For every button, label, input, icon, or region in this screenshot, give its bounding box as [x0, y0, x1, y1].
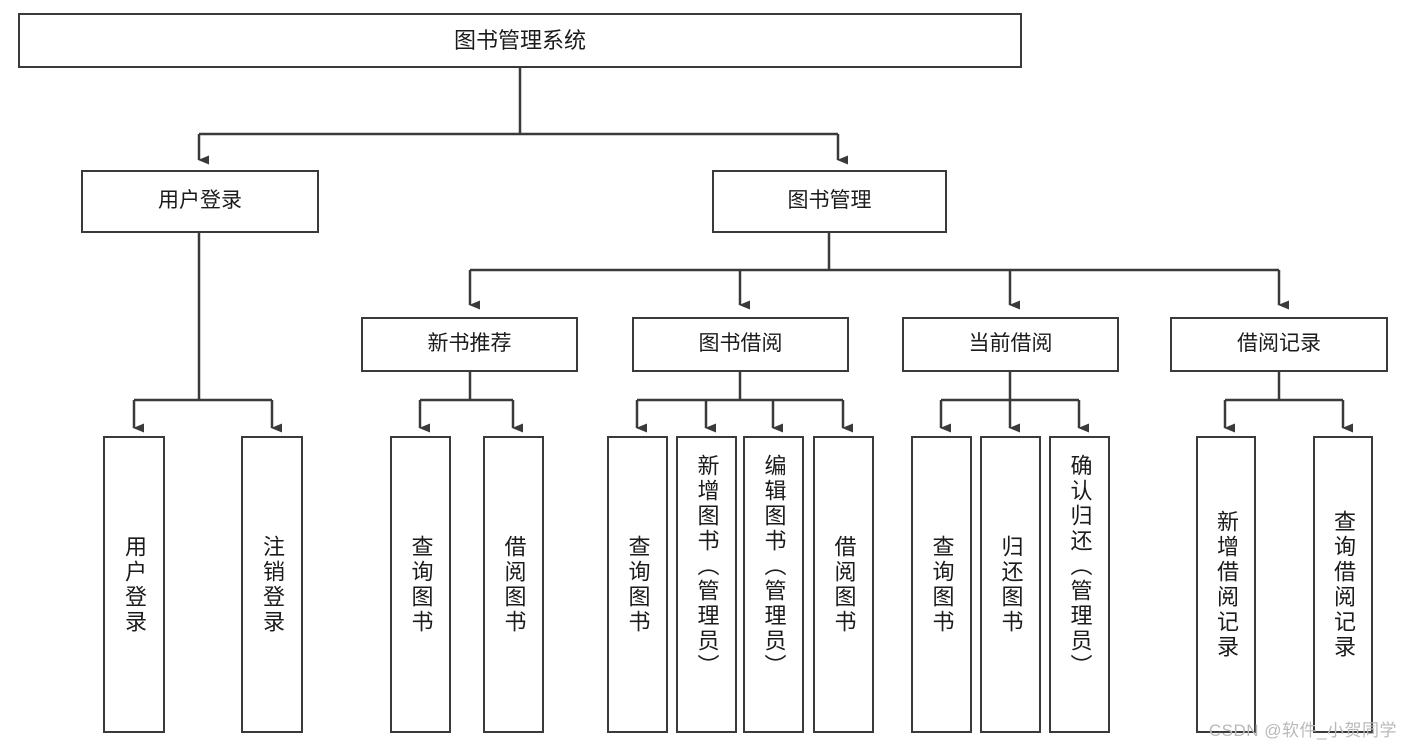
node-new-book-recommend[interactable]: 新书推荐 [361, 317, 578, 372]
node-label: 图书管理 [787, 189, 872, 213]
node-label: 用户登录 [158, 189, 242, 213]
node-label: 查询图书 [625, 534, 651, 635]
node-label: 新书推荐 [427, 332, 512, 356]
leaf-borrow-record-query-record[interactable]: 查询借阅记录 [1313, 436, 1373, 733]
node-label: 查询借阅记录 [1331, 509, 1356, 660]
leaf-borrow-record-add-record[interactable]: 新增借阅记录 [1196, 436, 1256, 733]
leaf-book-borrow-query-book[interactable]: 查询图书 [607, 436, 668, 733]
node-user-login[interactable]: 用户登录 [81, 170, 319, 233]
node-label: 查询图书 [408, 534, 434, 635]
node-label: 借阅图书 [831, 534, 857, 635]
node-book-management[interactable]: 图书管理 [712, 170, 947, 233]
leaf-current-borrow-return-book[interactable]: 归还图书 [980, 436, 1041, 733]
node-label: 借阅图书 [501, 534, 527, 635]
node-label: 新增图书（管理员） [694, 454, 720, 679]
node-current-borrow[interactable]: 当前借阅 [902, 317, 1119, 372]
node-label: 新增借阅记录 [1214, 509, 1239, 660]
leaf-new-book-query-book[interactable]: 查询图书 [390, 436, 451, 733]
node-book-borrow[interactable]: 图书借阅 [632, 317, 849, 372]
leaf-user-login[interactable]: 用户登录 [103, 436, 165, 733]
node-label: 图书管理系统 [453, 27, 586, 53]
leaf-book-borrow-edit-book[interactable]: 编辑图书（管理员） [743, 436, 804, 733]
node-label: 查询图书 [929, 534, 955, 635]
node-label: 确认归还（管理员） [1067, 454, 1093, 679]
leaf-book-borrow-borrow-book[interactable]: 借阅图书 [813, 436, 874, 733]
node-label: 当前借阅 [968, 332, 1053, 356]
leaf-current-borrow-confirm-return[interactable]: 确认归还（管理员） [1049, 436, 1110, 733]
leaf-current-borrow-query-book[interactable]: 查询图书 [911, 436, 972, 733]
node-root-system[interactable]: 图书管理系统 [18, 13, 1022, 68]
node-label: 借阅记录 [1237, 332, 1321, 356]
node-label: 图书借阅 [698, 332, 783, 356]
node-borrow-record[interactable]: 借阅记录 [1170, 317, 1388, 372]
watermark-text: CSDN @软件_小贺同学 [1208, 721, 1397, 740]
leaf-logout-login[interactable]: 注销登录 [241, 436, 303, 733]
node-label: 用户登录 [122, 534, 147, 635]
node-label: 编辑图书（管理员） [761, 454, 787, 679]
node-label: 注销登录 [260, 534, 285, 635]
node-label: 归还图书 [998, 534, 1024, 635]
leaf-new-book-borrow-book[interactable]: 借阅图书 [483, 436, 544, 733]
leaf-book-borrow-add-book[interactable]: 新增图书（管理员） [676, 436, 737, 733]
